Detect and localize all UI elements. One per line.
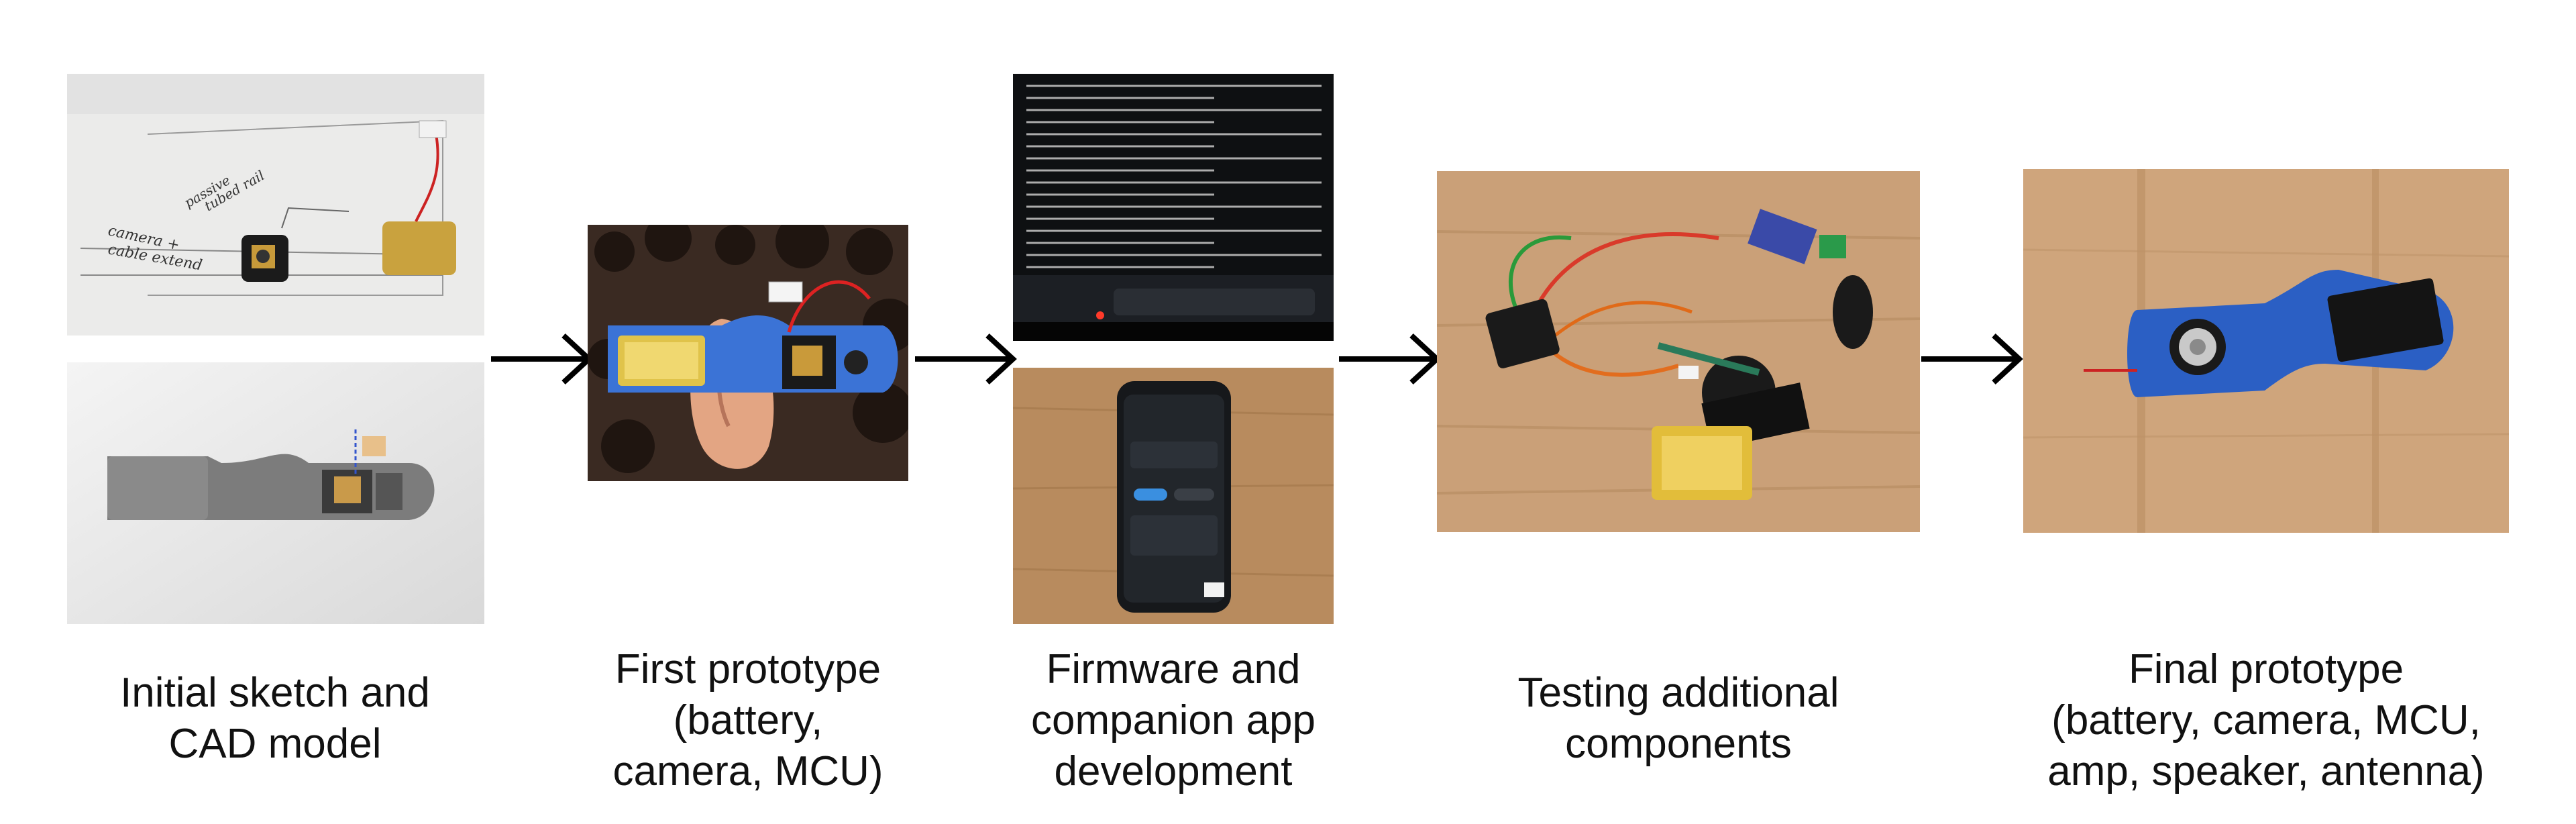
caption-line: amp, speaker, antenna) <box>2047 748 2485 794</box>
sketch-photo: camera + cable extend passive tubed rail <box>67 74 484 336</box>
caption-line: development <box>1054 748 1293 794</box>
firmware-terminal-photo <box>1013 74 1334 341</box>
caption-line: camera, MCU) <box>612 748 883 794</box>
arrow-right-icon <box>1339 333 1441 384</box>
caption-first-prototype: First prototype (battery, camera, MCU) <box>547 644 949 797</box>
companion-app-photo <box>1013 368 1334 624</box>
caption-line: (battery, <box>673 697 823 743</box>
caption-line: (battery, camera, MCU, <box>2051 697 2481 743</box>
caption-sketch-cad: Initial sketch and CAD model <box>40 668 510 770</box>
arrow-right-icon <box>1921 333 2023 384</box>
arrow-right-icon <box>915 333 1017 384</box>
arrow-right-icon <box>491 333 593 384</box>
testing-components-photo <box>1437 171 1920 532</box>
caption-line: Testing additional <box>1517 670 1839 716</box>
first-prototype-photo <box>588 225 908 481</box>
caption-final-prototype: Final prototype (battery, camera, MCU, a… <box>1998 644 2534 797</box>
caption-firmware-app: Firmware and companion app development <box>972 644 1375 797</box>
caption-line: components <box>1565 721 1792 767</box>
cad-model-photo <box>67 362 484 624</box>
final-prototype-photo <box>2023 169 2509 533</box>
caption-testing: Testing additional components <box>1444 668 1913 770</box>
caption-line: First prototype <box>614 646 881 692</box>
caption-line: Firmware and <box>1046 646 1301 692</box>
caption-line: Initial sketch and <box>120 670 430 716</box>
caption-line: Final prototype <box>2128 646 2404 692</box>
caption-line: CAD model <box>168 721 382 767</box>
caption-line: companion app <box>1031 697 1316 743</box>
